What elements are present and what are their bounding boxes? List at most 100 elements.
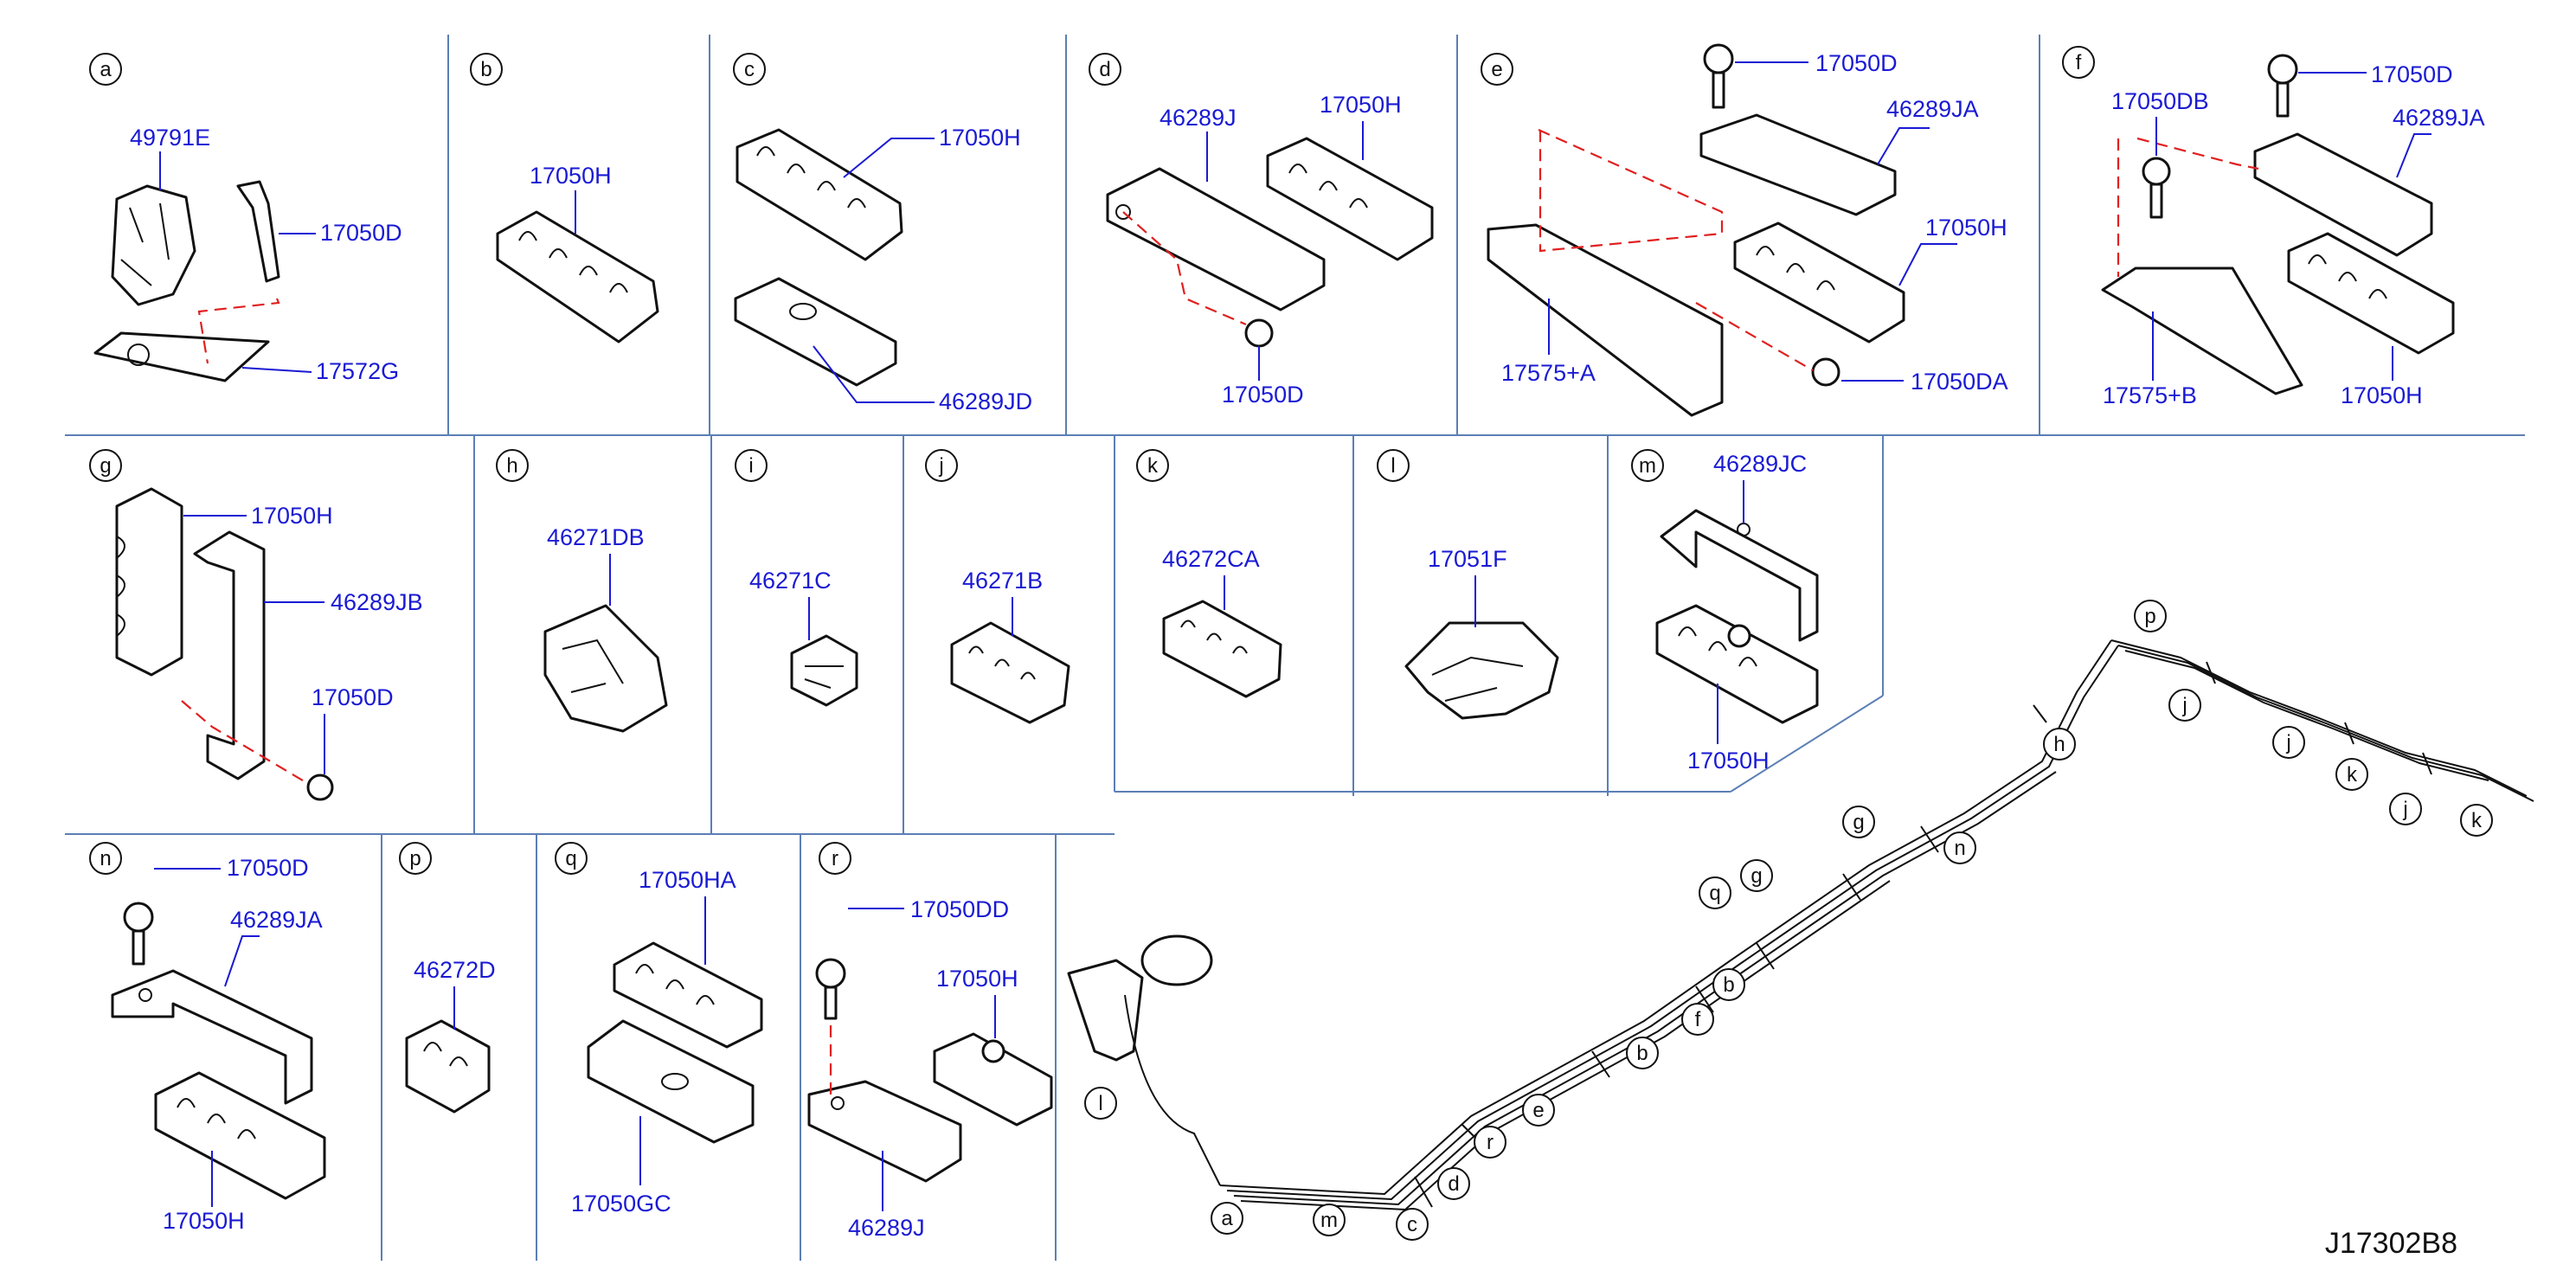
bracket-part — [2253, 132, 2433, 257]
bolt-part — [815, 958, 846, 989]
callout-g2: g — [1842, 806, 1875, 838]
svg-text:r: r — [1487, 1131, 1494, 1154]
section-marker-j: j — [925, 449, 958, 482]
svg-text:d: d — [1448, 1172, 1459, 1196]
bracket-part — [2101, 266, 2303, 395]
callout-e: e — [1522, 1094, 1555, 1127]
bolt-part — [1244, 318, 1274, 348]
callout-j2: j — [2272, 726, 2305, 759]
section-marker-a: a — [89, 53, 122, 86]
section-marker-g: g — [89, 449, 122, 482]
part-number: 17050D — [227, 855, 309, 881]
pump-part — [1067, 959, 1144, 1062]
clamp-part — [115, 487, 183, 677]
svg-text:j: j — [2285, 731, 2290, 754]
bracket-part — [587, 1019, 755, 1144]
svg-text:p: p — [2144, 605, 2155, 628]
part-number: 17050D — [1815, 50, 1898, 76]
clamp-part — [1655, 604, 1819, 724]
section-e: 17050D 46289JA 17050H 17575+A 17050DA — [1487, 43, 2008, 417]
part-number: 17575+B — [2103, 382, 2197, 408]
section-p: 46272D — [405, 957, 496, 1114]
part-number: 17050HA — [639, 867, 736, 893]
callout-c: c — [1396, 1208, 1429, 1241]
svg-text:b: b — [480, 58, 491, 81]
clip-part — [790, 634, 858, 707]
section-m: 46289JC 17050H — [1655, 451, 1819, 774]
svg-text:b: b — [1723, 973, 1734, 997]
part-number: 46289J — [1160, 105, 1237, 131]
callout-p: p — [2134, 600, 2167, 632]
section-j: 46271B — [950, 568, 1070, 724]
bolt-part — [2142, 157, 2171, 186]
clip-part — [1162, 600, 1282, 698]
section-h: 46271DB — [543, 524, 668, 733]
part-number: 46272D — [414, 957, 496, 983]
section-marker-f: f — [2062, 46, 2095, 79]
section-marker-i: i — [735, 449, 768, 482]
part-number: 46271C — [749, 568, 832, 594]
part-number: 17050H — [163, 1208, 245, 1234]
clamp-part — [1733, 221, 1905, 343]
svg-text:c: c — [744, 58, 755, 81]
clip-marks — [1414, 661, 2432, 1208]
part-number: 46289JC — [1713, 451, 1807, 477]
part-number: 46271B — [962, 568, 1043, 594]
part-number: 17050D — [2371, 61, 2453, 87]
svg-text:h: h — [2053, 733, 2065, 756]
bracket-part — [1106, 167, 1326, 311]
part-number: 17050D — [320, 220, 402, 246]
part-number: 46289JA — [1886, 96, 1979, 122]
part-number: 17050DB — [2111, 88, 2209, 114]
part-number: 17050H — [939, 125, 1021, 151]
section-a: 49791E 17050D 17572G — [93, 125, 402, 384]
clip-part — [1404, 621, 1559, 720]
part-number: 17050D — [1222, 382, 1304, 408]
part-number: 17572G — [316, 358, 399, 384]
callout-d: d — [1437, 1167, 1470, 1200]
callout-b: b — [1626, 1037, 1659, 1069]
bolt-part — [123, 902, 154, 933]
callout-a: a — [1211, 1202, 1243, 1235]
section-marker-m: m — [1631, 449, 1664, 482]
clamp-part — [2287, 232, 2455, 355]
bolt-part — [2267, 54, 2298, 85]
section-marker-e: e — [1481, 53, 1513, 86]
section-f: 17050DB 17050D 46289JA 17050H 17575+B — [2101, 54, 2485, 408]
clip-part — [950, 621, 1070, 724]
svg-text:h: h — [506, 454, 517, 478]
bracket-part — [1660, 509, 1819, 642]
section-marker-b: b — [470, 53, 503, 86]
part-number: 46289JB — [331, 589, 423, 615]
part-number: 17050H — [1925, 215, 2007, 241]
part-number: 46289JD — [939, 388, 1032, 414]
clip-part — [543, 604, 668, 733]
part-number: 17050D — [312, 684, 394, 710]
svg-text:n: n — [100, 847, 111, 870]
callout-k2: k — [2460, 804, 2493, 837]
section-g: 17050H 46289JB 17050D — [115, 487, 423, 801]
overview-callouts: a m c d r e b f b q g g n h p j j k j k … — [1084, 600, 2493, 1241]
section-c: 17050H 46289JD — [734, 125, 1032, 414]
svg-text:g: g — [1751, 864, 1762, 888]
svg-text:q: q — [565, 847, 576, 870]
part-number: 17050H — [530, 163, 612, 189]
section-l: 17051F — [1404, 546, 1559, 720]
section-marker-d: d — [1089, 53, 1121, 86]
part-number: 17050H — [1320, 92, 1402, 118]
part-number: 46289JA — [2393, 105, 2485, 131]
svg-text:j: j — [2181, 694, 2187, 717]
callout-q: q — [1699, 876, 1731, 909]
bracket-part — [1487, 223, 1724, 417]
section-q: 17050HA 17050GC — [571, 867, 763, 1217]
section-marker-r: r — [819, 842, 851, 875]
svg-text:a: a — [1221, 1207, 1233, 1230]
bolt-part — [306, 774, 334, 801]
svg-text:r: r — [832, 847, 838, 870]
plate-part — [93, 331, 270, 382]
svg-text:p: p — [409, 847, 421, 870]
callout-n: n — [1943, 831, 1976, 864]
svg-text:g: g — [1853, 811, 1864, 834]
callout-b2: b — [1712, 968, 1745, 1001]
bolt-part — [1703, 43, 1734, 74]
